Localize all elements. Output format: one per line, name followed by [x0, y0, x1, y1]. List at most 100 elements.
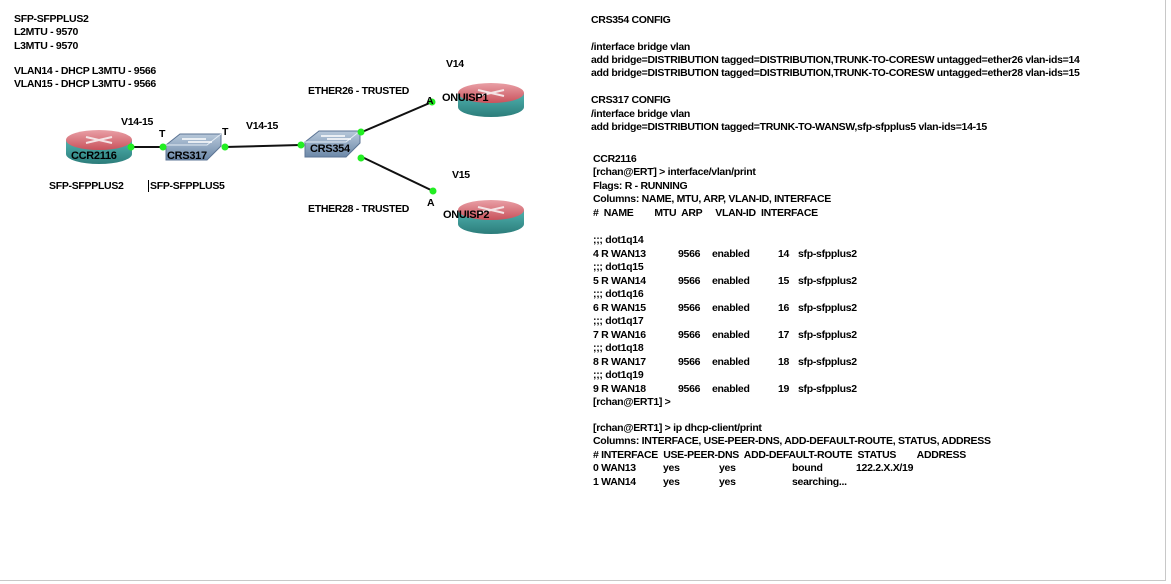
port-label-sfp2: SFP-SFPPLUS2	[49, 180, 124, 192]
dhcp-cell-dns: yes	[663, 462, 680, 474]
vlan-cell-iface: sfp-sfpplus2	[798, 301, 857, 314]
port-label-access: A	[427, 197, 435, 209]
vlan-cell-vid: 18	[778, 355, 790, 368]
router-ccr2116-icon[interactable]	[66, 130, 132, 164]
vlan-cell-iface: sfp-sfpplus2	[798, 382, 857, 395]
port-label-ether28: ETHER28 - TRUSTED	[308, 203, 410, 215]
router-onuisp1-icon[interactable]	[458, 83, 524, 117]
vlan-comment: ;;; dot1q18	[593, 342, 644, 354]
vlan-cell-arp: enabled	[712, 274, 750, 287]
node-label-crs317: CRS317	[167, 150, 207, 162]
note-sfp: SFP-SFPPLUS2	[14, 13, 89, 25]
vlan-comment: ;;; dot1q19	[593, 369, 644, 381]
link-crs317-crs354[interactable]	[224, 144, 301, 148]
crs354-config-title: CRS354 CONFIG	[591, 14, 671, 26]
dhcp-cmd: [rchan@ERT1] > ip dhcp-client/print	[593, 422, 762, 434]
vlan-cell-vid: 15	[778, 274, 790, 287]
vlan-cell-mtu: 9566	[678, 382, 701, 395]
vlan-cell-mtu: 9566	[678, 274, 701, 287]
vlan-cell-name: 5 R WAN14	[593, 274, 646, 287]
port-dot[interactable]	[221, 143, 229, 151]
vlan-cell-iface: sfp-sfpplus2	[798, 247, 857, 260]
ccr-flags: Flags: R - RUNNING	[593, 180, 688, 192]
router-onuisp2-icon[interactable]	[458, 200, 524, 234]
vlan-cell-arp: enabled	[712, 382, 750, 395]
node-label-crs354: CRS354	[310, 143, 350, 155]
link-crs354-onuisp2[interactable]	[361, 156, 434, 192]
port-dot[interactable]	[297, 141, 305, 149]
port-label-tagged: T	[222, 126, 229, 138]
config-line: add bridge=DISTRIBUTION tagged=DISTRIBUT…	[591, 67, 1080, 79]
node-label-ccr2116: CCR2116	[71, 150, 117, 162]
ccr-cmd: [rchan@ERT] > interface/vlan/print	[593, 166, 756, 178]
vlan-cell-name: 7 R WAN16	[593, 328, 646, 341]
vlan-cell-name: 4 R WAN13	[593, 247, 646, 260]
config-line: /interface bridge vlan	[591, 41, 691, 53]
vlan-label-v14: V14	[446, 58, 464, 70]
dhcp-cell-address: 122.2.X.X/19	[856, 462, 914, 474]
ccr-header: # NAME MTU ARP VLAN-ID INTERFACE	[593, 207, 818, 219]
vlan-cell-vid: 17	[778, 328, 790, 341]
vlan-label-v15: V15	[452, 169, 470, 181]
vlan-cell-name: 9 R WAN18	[593, 382, 646, 395]
dhcp-cell-route: yes	[719, 475, 736, 488]
link-label-v14-15: V14-15	[121, 116, 154, 128]
vlan-comment: ;;; dot1q15	[593, 261, 644, 273]
switch-crs354-icon[interactable]	[304, 130, 361, 158]
vlan-cell-mtu: 9566	[678, 247, 701, 260]
canvas-scroll-edge-bottom	[0, 580, 1166, 581]
note-vlan15: VLAN15 - DHCP L3MTU - 9566	[14, 78, 156, 90]
vlan-cell-arp: enabled	[712, 328, 750, 341]
port-label-ether26: ETHER26 - TRUSTED	[308, 85, 410, 97]
port-dot[interactable]	[429, 187, 437, 195]
port-dot[interactable]	[357, 154, 365, 162]
vlan-cell-arp: enabled	[712, 247, 750, 260]
link-label-v14-15: V14-15	[246, 120, 279, 132]
note-l3mtu: L3MTU - 9570	[14, 40, 79, 52]
dhcp-cell-route: yes	[719, 462, 736, 474]
switch-crs317-icon[interactable]	[165, 133, 222, 161]
vlan-cell-vid: 16	[778, 301, 790, 314]
vlan-cell-vid: 19	[778, 382, 790, 395]
vlan-comment: ;;; dot1q16	[593, 288, 644, 300]
config-line: add bridge=DISTRIBUTION tagged=TRUNK-TO-…	[591, 121, 987, 133]
dhcp-cell-status: searching...	[792, 475, 847, 488]
note-l2mtu: L2MTU - 9570	[14, 26, 79, 38]
dhcp-cell-iface: 1 WAN14	[593, 475, 636, 488]
ccr-prompt: [rchan@ERT1] >	[593, 396, 671, 408]
ccr-title: CCR2116	[593, 153, 637, 165]
vlan-cell-iface: sfp-sfpplus2	[798, 328, 857, 341]
dhcp-cell-status: bound	[792, 462, 823, 474]
node-label-onuisp1: ONUISP1	[442, 92, 489, 104]
port-dot[interactable]	[357, 128, 365, 136]
port-label-access: A	[426, 95, 434, 107]
dhcp-columns: Columns: INTERFACE, USE-PEER-DNS, ADD-DE…	[593, 435, 991, 447]
link-crs354-onuisp1[interactable]	[361, 101, 433, 133]
dhcp-header: # INTERFACE USE-PEER-DNS ADD-DEFAULT-ROU…	[593, 449, 966, 461]
vlan-comment: ;;; dot1q17	[593, 315, 644, 327]
config-line: add bridge=DISTRIBUTION tagged=DISTRIBUT…	[591, 54, 1080, 66]
crs317-config-title: CRS317 CONFIG	[591, 94, 671, 106]
vlan-cell-iface: sfp-sfpplus2	[798, 355, 857, 368]
vlan-cell-name: 6 R WAN15	[593, 301, 646, 314]
port-label-tagged: T	[159, 128, 166, 140]
vlan-cell-mtu: 9566	[678, 355, 701, 368]
dhcp-cell-dns: yes	[663, 475, 680, 488]
ccr-columns: Columns: NAME, MTU, ARP, VLAN-ID, INTERF…	[593, 193, 831, 205]
port-label-sfp5: SFP-SFPPLUS5	[148, 180, 225, 192]
port-dot[interactable]	[159, 143, 167, 151]
vlan-cell-arp: enabled	[712, 301, 750, 314]
config-line: /interface bridge vlan	[591, 108, 691, 120]
note-vlan14: VLAN14 - DHCP L3MTU - 9566	[14, 65, 156, 77]
node-label-onuisp2: ONUISP2	[443, 209, 490, 221]
dhcp-cell-iface: 0 WAN13	[593, 462, 636, 474]
vlan-cell-vid: 14	[778, 247, 790, 260]
port-dot[interactable]	[428, 98, 436, 106]
vlan-cell-arp: enabled	[712, 355, 750, 368]
canvas-scroll-edge	[1165, 0, 1166, 580]
port-dot[interactable]	[127, 143, 135, 151]
vlan-cell-mtu: 9566	[678, 301, 701, 314]
vlan-cell-iface: sfp-sfpplus2	[798, 274, 857, 287]
vlan-comment: ;;; dot1q14	[593, 234, 644, 246]
